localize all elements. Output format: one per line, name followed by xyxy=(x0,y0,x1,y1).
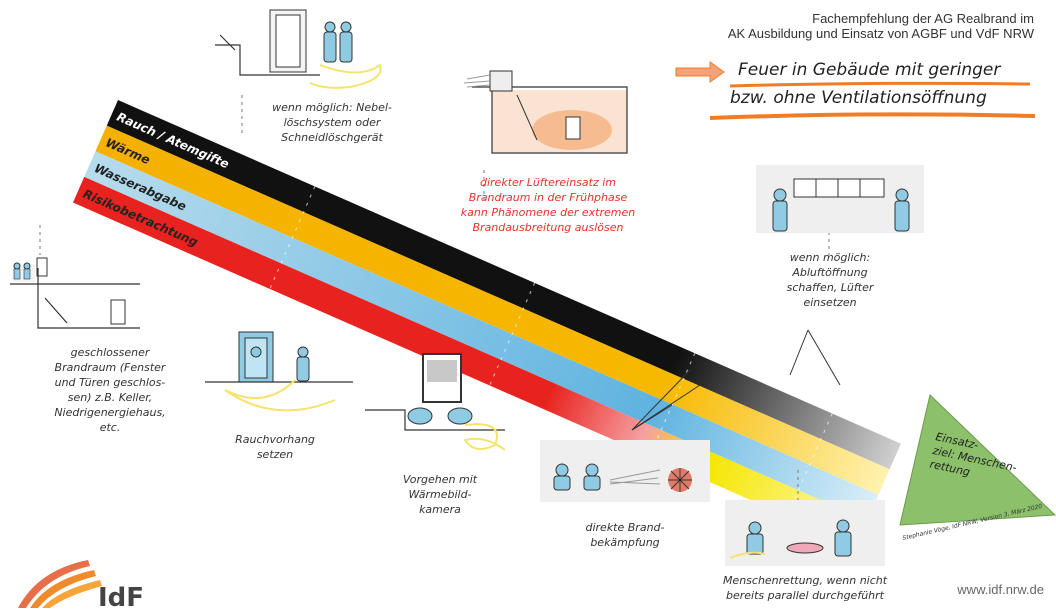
sketch-rescue xyxy=(725,500,885,566)
firefighter-icon xyxy=(13,262,31,280)
firefighter-icon xyxy=(772,188,910,232)
caption-line: kann Phänomene der extremen xyxy=(460,206,636,219)
firefighter-icon xyxy=(323,21,353,63)
caption-line: Niedrigenergiehaus, xyxy=(54,406,166,419)
victim-icon xyxy=(786,542,824,554)
caption-line: Rauchvorhang xyxy=(235,433,315,446)
door-icon xyxy=(275,14,301,68)
firefighter-icon xyxy=(553,463,601,491)
goal-arrow-icon xyxy=(899,394,1056,526)
firefighter-icon xyxy=(746,519,852,557)
caption-line: und Türen geschlos- xyxy=(54,376,166,389)
caption-line: Abluftöffnung xyxy=(792,266,868,279)
header-line-1: Fachempfehlung der AG Realbrand im xyxy=(812,11,1034,26)
band-smoke xyxy=(106,100,901,470)
firefighter-icon xyxy=(250,346,310,382)
title-underline-1 xyxy=(729,81,1031,88)
band-heat xyxy=(95,125,890,495)
caption-line: kamera xyxy=(419,503,461,516)
caption-direct-attack: direkte Brand- bekämpfung xyxy=(570,520,680,550)
caption-line: etc. xyxy=(99,421,121,434)
idf-logo-icon: IdF xyxy=(18,560,144,610)
logo-text: IdF xyxy=(98,583,144,610)
sketch-fog-nail xyxy=(215,9,382,89)
hose-icon xyxy=(309,63,382,89)
caption-line: wenn möglich: xyxy=(789,251,871,264)
caption-smoke-curtain: Rauchvorhang setzen xyxy=(225,432,325,462)
caption-rescue: Menschenrettung, wenn nicht bereits para… xyxy=(705,573,905,603)
title: Feuer in Gebäude mit geringer bzw. ohne … xyxy=(730,60,1050,108)
hose-icon xyxy=(729,551,766,559)
window-icon xyxy=(793,178,885,198)
sketch-early-vent xyxy=(463,70,628,154)
door-icon xyxy=(36,257,48,277)
sketch-direct-attack xyxy=(540,440,710,502)
caption-line: Menschenrettung, wenn nicht xyxy=(722,574,888,587)
caption-thermal-camera: Vorgehen mit Wärmebild- kamera xyxy=(390,472,490,517)
caption-line: geschlossener xyxy=(70,346,150,359)
header-line-2: AK Ausbildung und Einsatz von AGBF und V… xyxy=(727,26,1034,41)
caption-line: setzen xyxy=(256,448,294,461)
caption-line: bereits parallel durchgeführt xyxy=(726,589,884,602)
caption-line: wenn möglich: Nebel- xyxy=(272,101,392,114)
caption-line: schaffen, Lüfter xyxy=(786,281,874,294)
band-water xyxy=(84,151,879,521)
firefighter-icon xyxy=(407,407,473,425)
pointer-lines xyxy=(631,329,841,431)
arrow-icon xyxy=(675,61,725,83)
dashed-markers xyxy=(39,95,830,500)
caption-line: Brandraum in der Frühphase xyxy=(468,191,628,204)
caption-line: direkter Lüftereinsatz im xyxy=(480,176,616,189)
title-decoration xyxy=(675,61,1036,120)
hose-icon xyxy=(463,423,506,451)
caption-fog-nail: wenn möglich: Nebel- löschsystem oder Sc… xyxy=(262,100,402,145)
caption-line: Schneidlöschgerät xyxy=(281,131,383,144)
caption-line: Vorgehen mit xyxy=(402,473,478,486)
caption-line: Wärmebild- xyxy=(408,488,472,501)
sketch-smoke-curtain xyxy=(205,331,353,412)
sketch-exhaust xyxy=(756,165,924,233)
hose-icon xyxy=(224,379,336,412)
fire-icon xyxy=(532,110,612,150)
title-line-2: bzw. ohne Ventilationsöffnung xyxy=(730,88,987,108)
caption-line: Brandausbreitung auslösen xyxy=(472,221,624,234)
title-underline-2 xyxy=(709,112,1036,120)
caption-early-vent: direkter Lüftereinsatz im Brandraum in d… xyxy=(448,175,648,235)
caption-line: direkte Brand- xyxy=(585,521,665,534)
caption-line: bekämpfung xyxy=(590,536,660,549)
fan-icon xyxy=(489,70,513,92)
fire-icon xyxy=(668,468,692,492)
caption-line: einsetzen xyxy=(803,296,857,309)
caption-line: Brandraum (Fenster xyxy=(54,361,166,374)
caption-exhaust: wenn möglich: Abluftöffnung schaffen, Lü… xyxy=(770,250,890,310)
header: Fachempfehlung der AG Realbrand im AK Au… xyxy=(614,11,1034,41)
title-line-1: Feuer in Gebäude mit geringer xyxy=(738,60,1001,80)
sketch-thermal-camera xyxy=(365,353,506,451)
caption-closed-room: geschlossener Brandraum (Fenster und Tür… xyxy=(50,345,170,435)
sketch-closed-room xyxy=(10,257,140,329)
caption-line: sen) z.B. Keller, xyxy=(67,391,153,404)
website-url: www.idf.nrw.de xyxy=(957,582,1044,597)
caption-line: löschsystem oder xyxy=(283,116,381,129)
